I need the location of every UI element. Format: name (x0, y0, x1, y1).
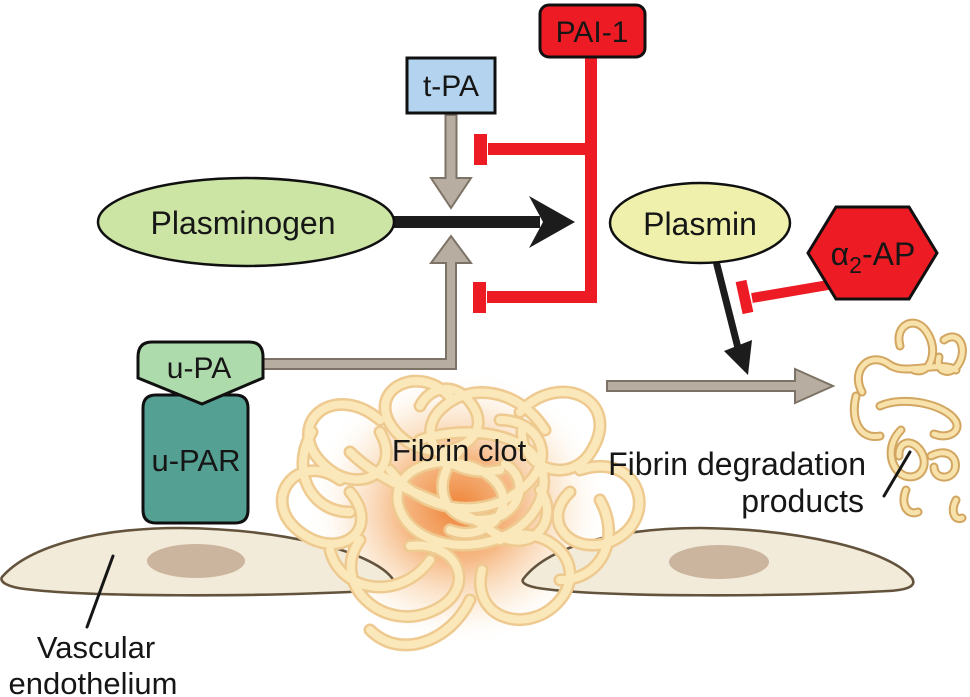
plasmin-action-arrow-head (724, 340, 752, 375)
vascular-endothelium-pointer-line (85, 554, 115, 629)
plasminogen-label: Plasminogen (151, 205, 336, 241)
upa-activation-arrow-icon (262, 234, 473, 370)
fibrin-degradation-label-line1: Fibrin degradation (608, 446, 866, 482)
tpa-activation-arrow-icon (429, 114, 473, 210)
pai1-label: PAI-1 (556, 16, 629, 49)
fibrin-degradation-label-line2: products (741, 483, 864, 519)
conversion-arrow-head (529, 196, 575, 248)
upa-label: u-PA (167, 352, 231, 385)
a2ap-inhibition-line (751, 279, 835, 303)
plasmin-label: Plasmin (643, 206, 757, 242)
upa-node (136, 340, 265, 406)
inhibition-bar-a2ap-icon (735, 279, 754, 315)
inhibition-bar-top-icon (474, 134, 487, 165)
upar-node (141, 393, 250, 525)
upar-label: u-PAR (151, 443, 240, 478)
plasmin-node (608, 181, 792, 265)
products-pointer-line (882, 450, 912, 498)
tpa-label: t-PA (423, 70, 479, 103)
conversion-arrow-shaft (388, 216, 540, 228)
pai1-inhibition-line (487, 55, 597, 303)
vascular-endothelium-label-line1: Vascular (37, 630, 155, 665)
pai1-node (538, 3, 647, 59)
plasmin-action-arrow-shaft (712, 260, 742, 349)
tpa-node (405, 56, 497, 115)
cell-nucleus-right (669, 545, 769, 579)
inhibition-bar-bottom-icon (473, 282, 486, 313)
fibrin-clot-label: Fibrin clot (392, 433, 527, 468)
degradation-strands (854, 323, 962, 518)
vascular-endothelium-label-line2: endothelium (9, 666, 178, 697)
plasminogen-node (96, 176, 396, 268)
cell-nucleus-left (147, 544, 245, 578)
degradation-flow-arrow-icon (606, 367, 836, 405)
alpha2-antiplasmin-label: α2-AP (831, 236, 916, 278)
alpha2-antiplasmin-node (806, 205, 939, 301)
